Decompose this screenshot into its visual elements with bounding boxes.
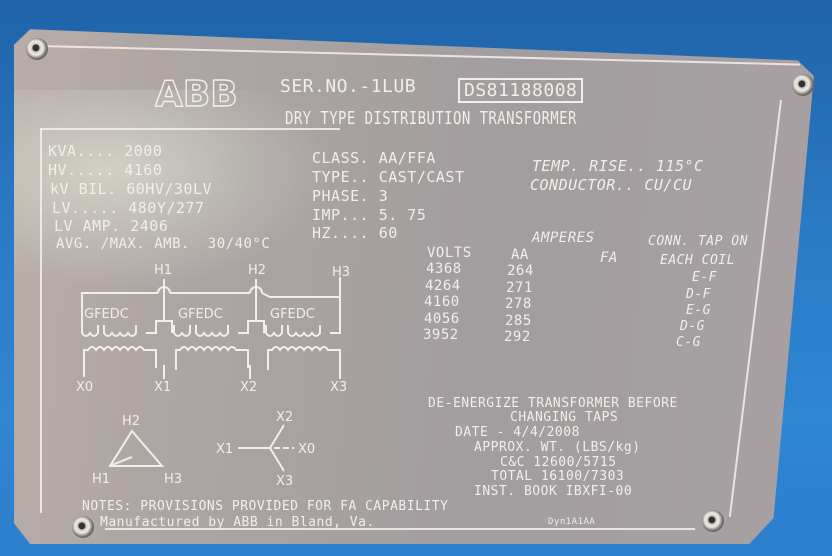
screw-top-right [792, 74, 814, 96]
tap-letters-3: GFEDC [270, 307, 315, 322]
spec-conductor: CONDUCTOR.. CU/CU [530, 176, 693, 194]
wye-x3: X3 [276, 474, 293, 489]
rating-hv: HV..... 4160 [48, 161, 163, 179]
table-row-aa: 264 [507, 263, 534, 279]
terminal-h1: H1 [154, 263, 172, 278]
warning-deenergize: DE-ENERGIZE TRANSFORMER BEFORE [428, 396, 678, 411]
table-row-conn: E-F [692, 270, 717, 285]
wye-x1: X1 [216, 442, 233, 457]
table-row-conn: C-G [676, 335, 701, 350]
table-row-aa: 285 [505, 313, 532, 329]
serial-label: SER.NO.-1LUB [280, 76, 417, 97]
warning-changing-taps: CHANGING TAPS [510, 410, 619, 425]
table-row-aa: 271 [506, 280, 533, 296]
terminal-x2: X2 [240, 380, 257, 395]
weight-header: APPROX. WT. (LBS/kg) [474, 440, 641, 455]
table-row-volts: 4056 [424, 311, 460, 327]
terminal-x3: X3 [330, 380, 347, 395]
screw-bottom-right [702, 510, 724, 532]
col-fa: FA [600, 250, 618, 266]
notes: NOTES: PROVISIONS PROVIDED FOR FA CAPABI… [82, 499, 449, 514]
weight-core-coil: C&C 12600/5715 [500, 455, 617, 470]
nameplate-title: DRY TYPE DISTRIBUTION TRANSFORMER [285, 108, 577, 129]
delta-h3: H3 [164, 472, 182, 487]
col-volts: VOLTS [427, 245, 472, 261]
terminal-x0: X0 [76, 380, 93, 395]
spec-phase: PHASE. 3 [312, 187, 389, 205]
wye-x2: X2 [276, 410, 293, 425]
spec-temp-rise: TEMP. RISE.. 115°C [532, 157, 704, 175]
tap-letters-1: GFEDC [84, 307, 129, 322]
table-row-volts: 4264 [425, 278, 461, 294]
spec-hz: HZ.... 60 [312, 224, 398, 242]
amperes-header: AMPERES [532, 230, 595, 246]
table-row-volts: 4368 [426, 261, 462, 277]
col-aa: AA [511, 247, 529, 263]
rating-lv: LV..... 480Y/277 [52, 199, 205, 217]
table-row-aa: 292 [504, 329, 531, 345]
wye-x0: X0 [298, 442, 315, 457]
rating-kv-bil: kV BIL. 60HV/30LV [50, 180, 213, 198]
abb-logo-text: ABB [155, 74, 238, 115]
spec-imp: IMP... 5. 75 [312, 206, 427, 224]
instruction-book: INST. BOOK IBXFI-00 [474, 484, 633, 499]
delta-h1: H1 [92, 472, 110, 487]
spec-type: TYPE.. CAST/CAST [312, 168, 465, 186]
vector-diagram: H2 H1 H3 X2 X1 X0 X3 [92, 410, 315, 489]
table-row-volts: 4160 [424, 294, 460, 310]
winding-diagram: H1 H2 H3 GFEDC GFEDC GFEDC X0 X1 X2 X3 [76, 263, 350, 395]
terminal-h3: H3 [332, 265, 350, 280]
terminal-x1: X1 [154, 380, 171, 395]
spec-class: CLASS. AA/FFA [312, 149, 436, 167]
serial-number: DS81188008 [458, 78, 584, 103]
screw-top-left [26, 38, 48, 60]
delta-triangle-icon [108, 429, 165, 467]
screw-bottom-left [72, 516, 94, 538]
delta-h2: H2 [122, 414, 140, 429]
rating-kva: KVA.... 2000 [48, 142, 163, 160]
table-row-conn: E-G [686, 303, 711, 318]
conn-tap-header: CONN. TAP ON [648, 234, 748, 249]
rating-lv-amp: LV AMP. 2406 [54, 217, 169, 235]
rating-ambient: AVG. /MAX. AMB. 30/40°C [56, 236, 271, 252]
table-row-volts: 3952 [423, 327, 459, 343]
table-row-conn: D-G [680, 319, 705, 334]
manufacture-date: DATE - 4/4/2008 [455, 425, 580, 440]
weight-total: TOTAL 16100/7303 [491, 469, 625, 484]
tap-letters-2: GFEDC [178, 307, 223, 322]
terminal-h2: H2 [248, 263, 266, 278]
table-row-conn: D-F [686, 287, 711, 302]
vector-group-code: Dyn1A1AA [548, 517, 596, 527]
abb-logo: ABB [155, 73, 238, 115]
table-row-aa: 278 [505, 296, 532, 312]
manufacturer-line: Manufactured by ABB in Bland, Va. [100, 515, 375, 530]
each-coil-header: EACH COIL [660, 253, 735, 268]
